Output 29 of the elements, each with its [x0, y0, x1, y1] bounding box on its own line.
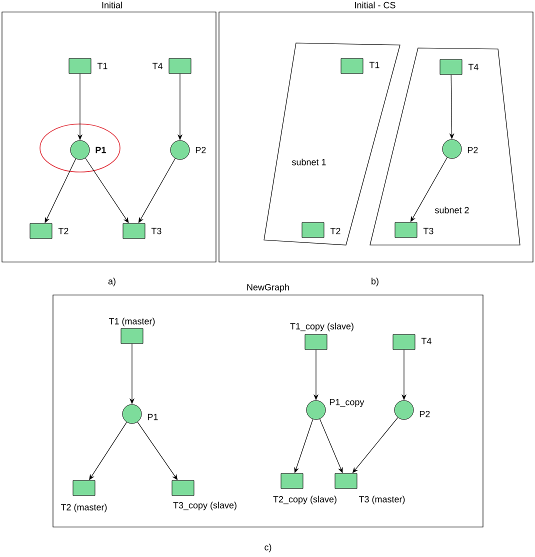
node-label: T3 — [423, 228, 434, 234]
panel-title: NewGraph — [247, 284, 289, 292]
node-label: P2 — [468, 146, 478, 154]
panel-caption: a) — [108, 278, 116, 286]
node-label: P2 — [196, 146, 206, 154]
node-label: T1_copy (slave) — [290, 322, 354, 332]
node-label: T3 (master) — [358, 496, 405, 504]
subnet-label: subnet 1 — [292, 158, 326, 166]
panel-title: Initial — [102, 2, 122, 8]
panel-title: Initial - CS — [355, 2, 396, 8]
node-label: T1 — [97, 62, 108, 70]
node-label: T1 — [369, 62, 380, 68]
panel-caption: b) — [372, 278, 378, 286]
panel-caption: c) — [264, 544, 272, 552]
node-label: P1_copy — [330, 398, 364, 408]
node-label: P2 — [420, 410, 430, 418]
node-label: T2 — [58, 228, 68, 234]
node-label: P1 — [96, 146, 106, 154]
node-label: T1 (master) — [108, 318, 155, 326]
node-label: T2 — [330, 228, 340, 234]
node-label: T4 — [468, 64, 478, 70]
node-label: T4 — [421, 338, 432, 344]
node-label: T3 — [151, 228, 162, 234]
node-label: T4 — [152, 62, 163, 70]
node-label: T2 (master) — [60, 504, 107, 512]
node-label: T2_copy (slave) — [273, 496, 336, 504]
subnet-label: subnet 2 — [434, 206, 469, 214]
node-label: T3_copy (slave) — [173, 502, 236, 510]
node-label: P1 — [148, 414, 158, 420]
